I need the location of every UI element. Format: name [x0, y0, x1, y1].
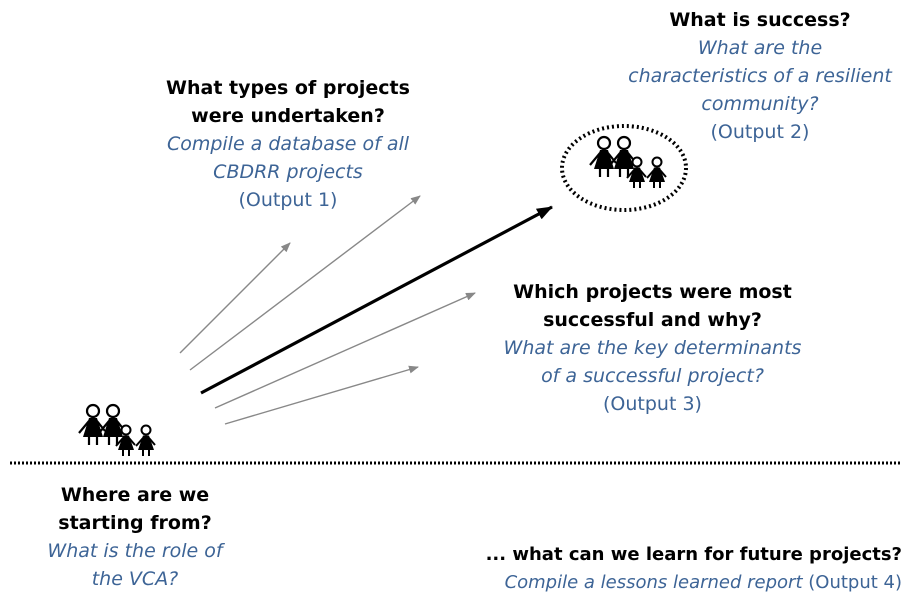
starting-question-line2: starting from?: [58, 512, 212, 534]
types-desc-line2: CBDRR projects: [213, 161, 363, 183]
learn-block: ... what can we learn for future project…: [430, 541, 902, 597]
successful-output: (Output 3): [603, 393, 702, 415]
arrow-to-types-short: [179, 242, 291, 354]
types-question-line1: What types of projects: [166, 77, 410, 99]
starting-desc-line2: the VCA?: [91, 568, 179, 590]
family-icon-start: [77, 403, 156, 457]
types-desc-line1: Compile a database of all: [166, 133, 410, 155]
learn-output: (Output 4): [808, 572, 902, 593]
learn-desc-row: Compile a lessons learned report (Output…: [430, 569, 902, 597]
successful-question-line1: Which projects were most: [513, 281, 792, 303]
success-output: (Output 2): [710, 121, 810, 143]
arrow-main: [200, 205, 553, 395]
success-question: What is success?: [669, 9, 851, 31]
types-question-line2: were undertaken?: [191, 105, 385, 127]
types-output: (Output 1): [238, 189, 338, 211]
starting-desc-line1: What is the role of: [47, 540, 223, 562]
success-block: What is success? What are the characteri…: [600, 6, 907, 146]
learn-question: ... what can we learn for future project…: [485, 544, 902, 565]
arrow-to-successful-upper: [214, 292, 476, 409]
starting-question-line1: Where are we: [60, 484, 210, 506]
success-desc-line1: What are the: [697, 37, 823, 59]
successful-question-line2: successful and why?: [543, 309, 762, 331]
starting-block: Where are we starting from? What is the …: [20, 481, 250, 593]
successful-block: Which projects were most successful and …: [480, 278, 825, 418]
success-desc-line3: community?: [701, 93, 819, 115]
successful-desc-line2: of a successful project?: [541, 365, 764, 387]
successful-desc-line1: What are the key determinants: [503, 337, 802, 359]
success-desc-line2: characteristics of a resilient: [628, 65, 892, 87]
types-block: What types of projects were undertaken? …: [138, 74, 438, 214]
arrow-to-successful-lower: [224, 365, 419, 425]
goal-ellipse: [560, 124, 688, 212]
learn-desc: Compile a lessons learned report: [504, 572, 803, 593]
arrow-to-types-long: [189, 195, 421, 371]
